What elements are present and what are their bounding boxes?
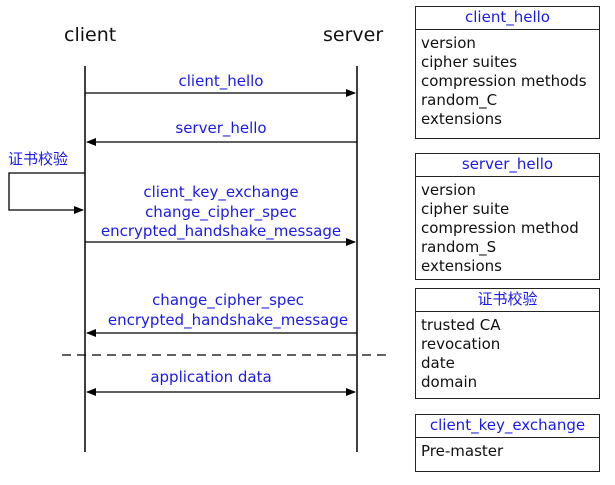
box-body: version cipher suite compression method …	[416, 177, 599, 276]
message-label: server_hello	[175, 119, 267, 137]
message-label: client_key_exchange	[143, 183, 299, 201]
message-label: application data	[150, 368, 272, 386]
field-item: cipher suites	[421, 53, 518, 71]
client-key-exchange-box: client_key_exchange Pre-master	[415, 414, 600, 472]
message-label: client_hello	[178, 72, 264, 90]
self-check-label: 证书校验	[8, 150, 69, 168]
server-actor-label: server	[323, 24, 384, 46]
field-item: revocation	[421, 335, 501, 353]
field-item: domain	[421, 373, 478, 391]
field-item: random_C	[421, 91, 498, 109]
client-actor-label: client	[64, 24, 117, 46]
field-item: random_S	[421, 238, 497, 256]
message-label: change_cipher_spec	[145, 203, 297, 221]
field-item: compression method	[421, 219, 579, 237]
message-label: change_cipher_spec	[152, 291, 304, 309]
field-item: version	[421, 181, 476, 199]
field-item: trusted CA	[421, 316, 501, 334]
client-hello-box: client_hello version cipher suites compr…	[415, 6, 600, 139]
field-item: version	[421, 34, 476, 52]
field-item: extensions	[421, 257, 502, 275]
box-title: 证书校验	[416, 289, 599, 312]
field-item: date	[421, 354, 455, 372]
field-item: cipher suite	[421, 200, 510, 218]
box-title: client_key_exchange	[416, 415, 599, 438]
box-body: Pre-master	[416, 438, 599, 461]
field-item: extensions	[421, 110, 502, 128]
box-title: client_hello	[416, 7, 599, 30]
message-label: encrypted_handshake_message	[100, 222, 342, 240]
field-item: compression methods	[421, 72, 587, 90]
box-title: server_hello	[416, 154, 599, 177]
message-label: encrypted_handshake_message	[107, 311, 349, 329]
server-hello-box: server_hello version cipher suite compre…	[415, 153, 600, 280]
box-body: trusted CA revocation date domain	[416, 312, 599, 392]
arrow-self-check	[8, 172, 85, 214]
field-item: Pre-master	[421, 442, 504, 460]
box-body: version cipher suites compression method…	[416, 30, 599, 129]
certificate-check-box: 证书校验 trusted CA revocation date domain	[415, 288, 600, 399]
